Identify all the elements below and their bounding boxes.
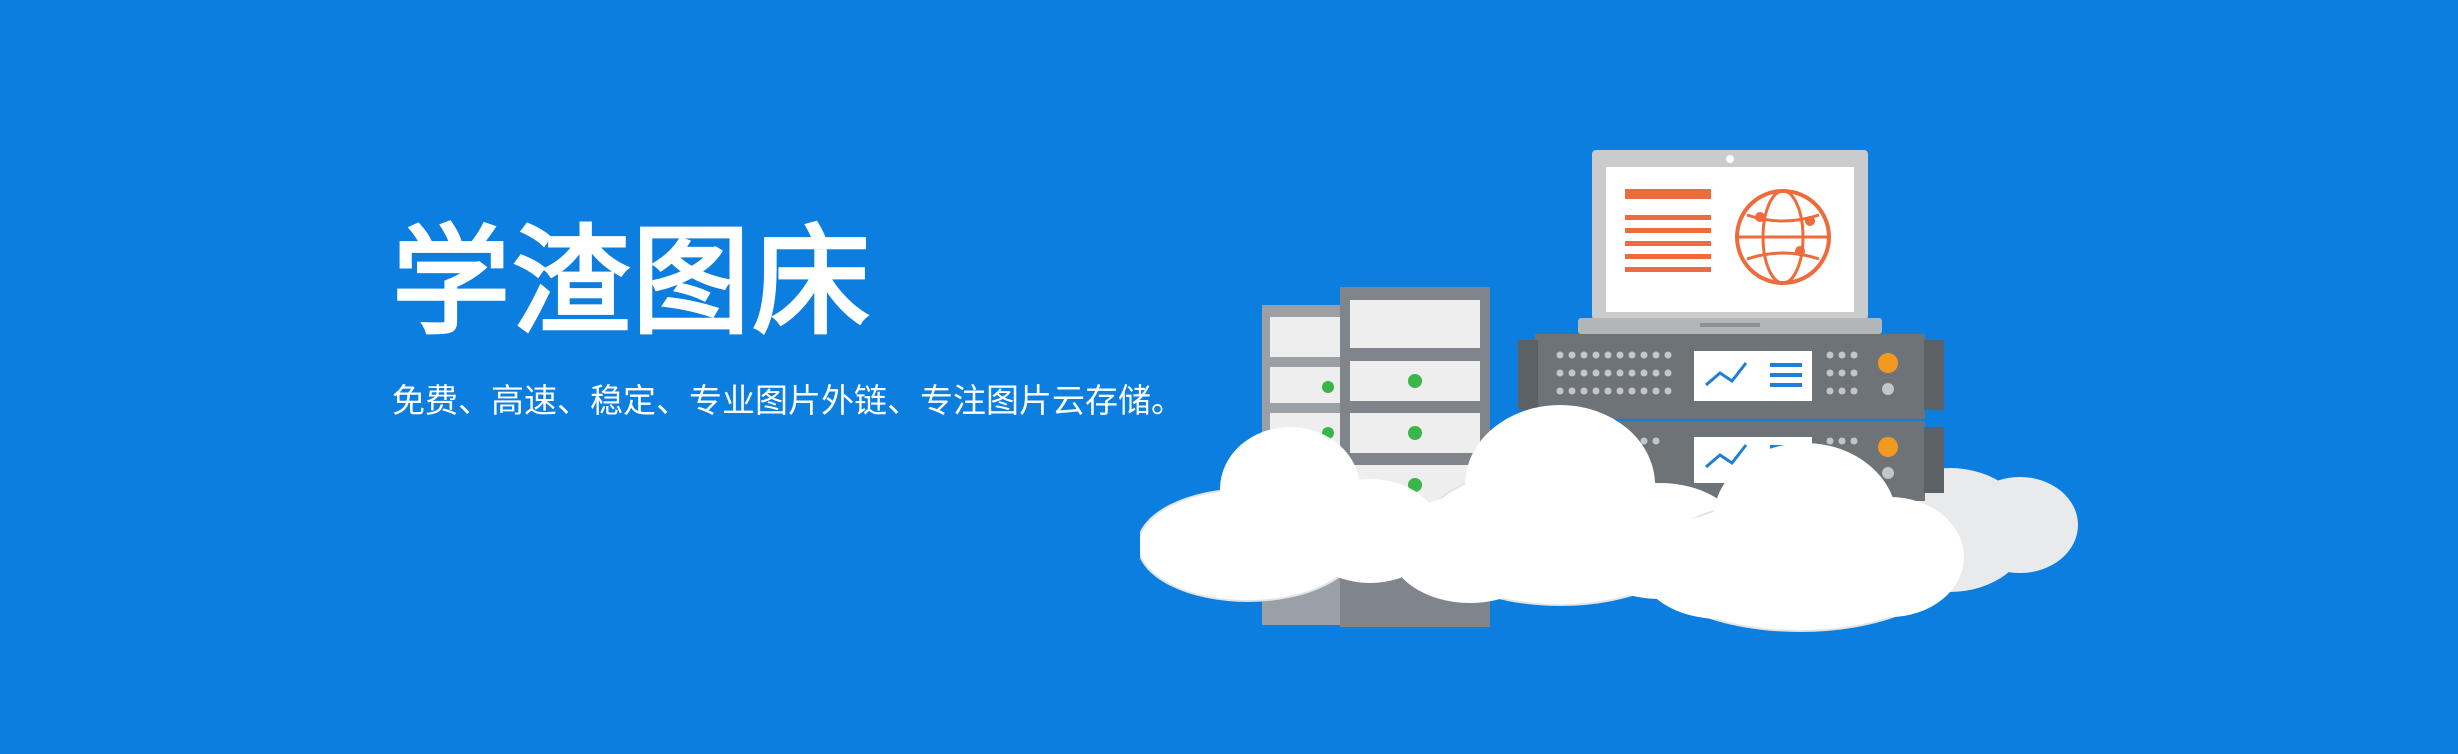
globe-icon xyxy=(1735,189,1831,285)
cloud-icon xyxy=(1640,443,1964,632)
site-tagline: 免费、高速、稳定、专业图片外链、专注图片云存储。 xyxy=(392,381,1184,420)
site-title: 学渣图床 xyxy=(392,213,873,351)
power-icon xyxy=(1878,437,1898,479)
cloud-icon xyxy=(1140,427,1440,602)
power-icon xyxy=(1878,353,1898,395)
laptop-icon xyxy=(1578,150,1882,334)
cloud-server-illustration xyxy=(1140,145,2100,635)
server-rack-icon xyxy=(1518,334,1944,419)
